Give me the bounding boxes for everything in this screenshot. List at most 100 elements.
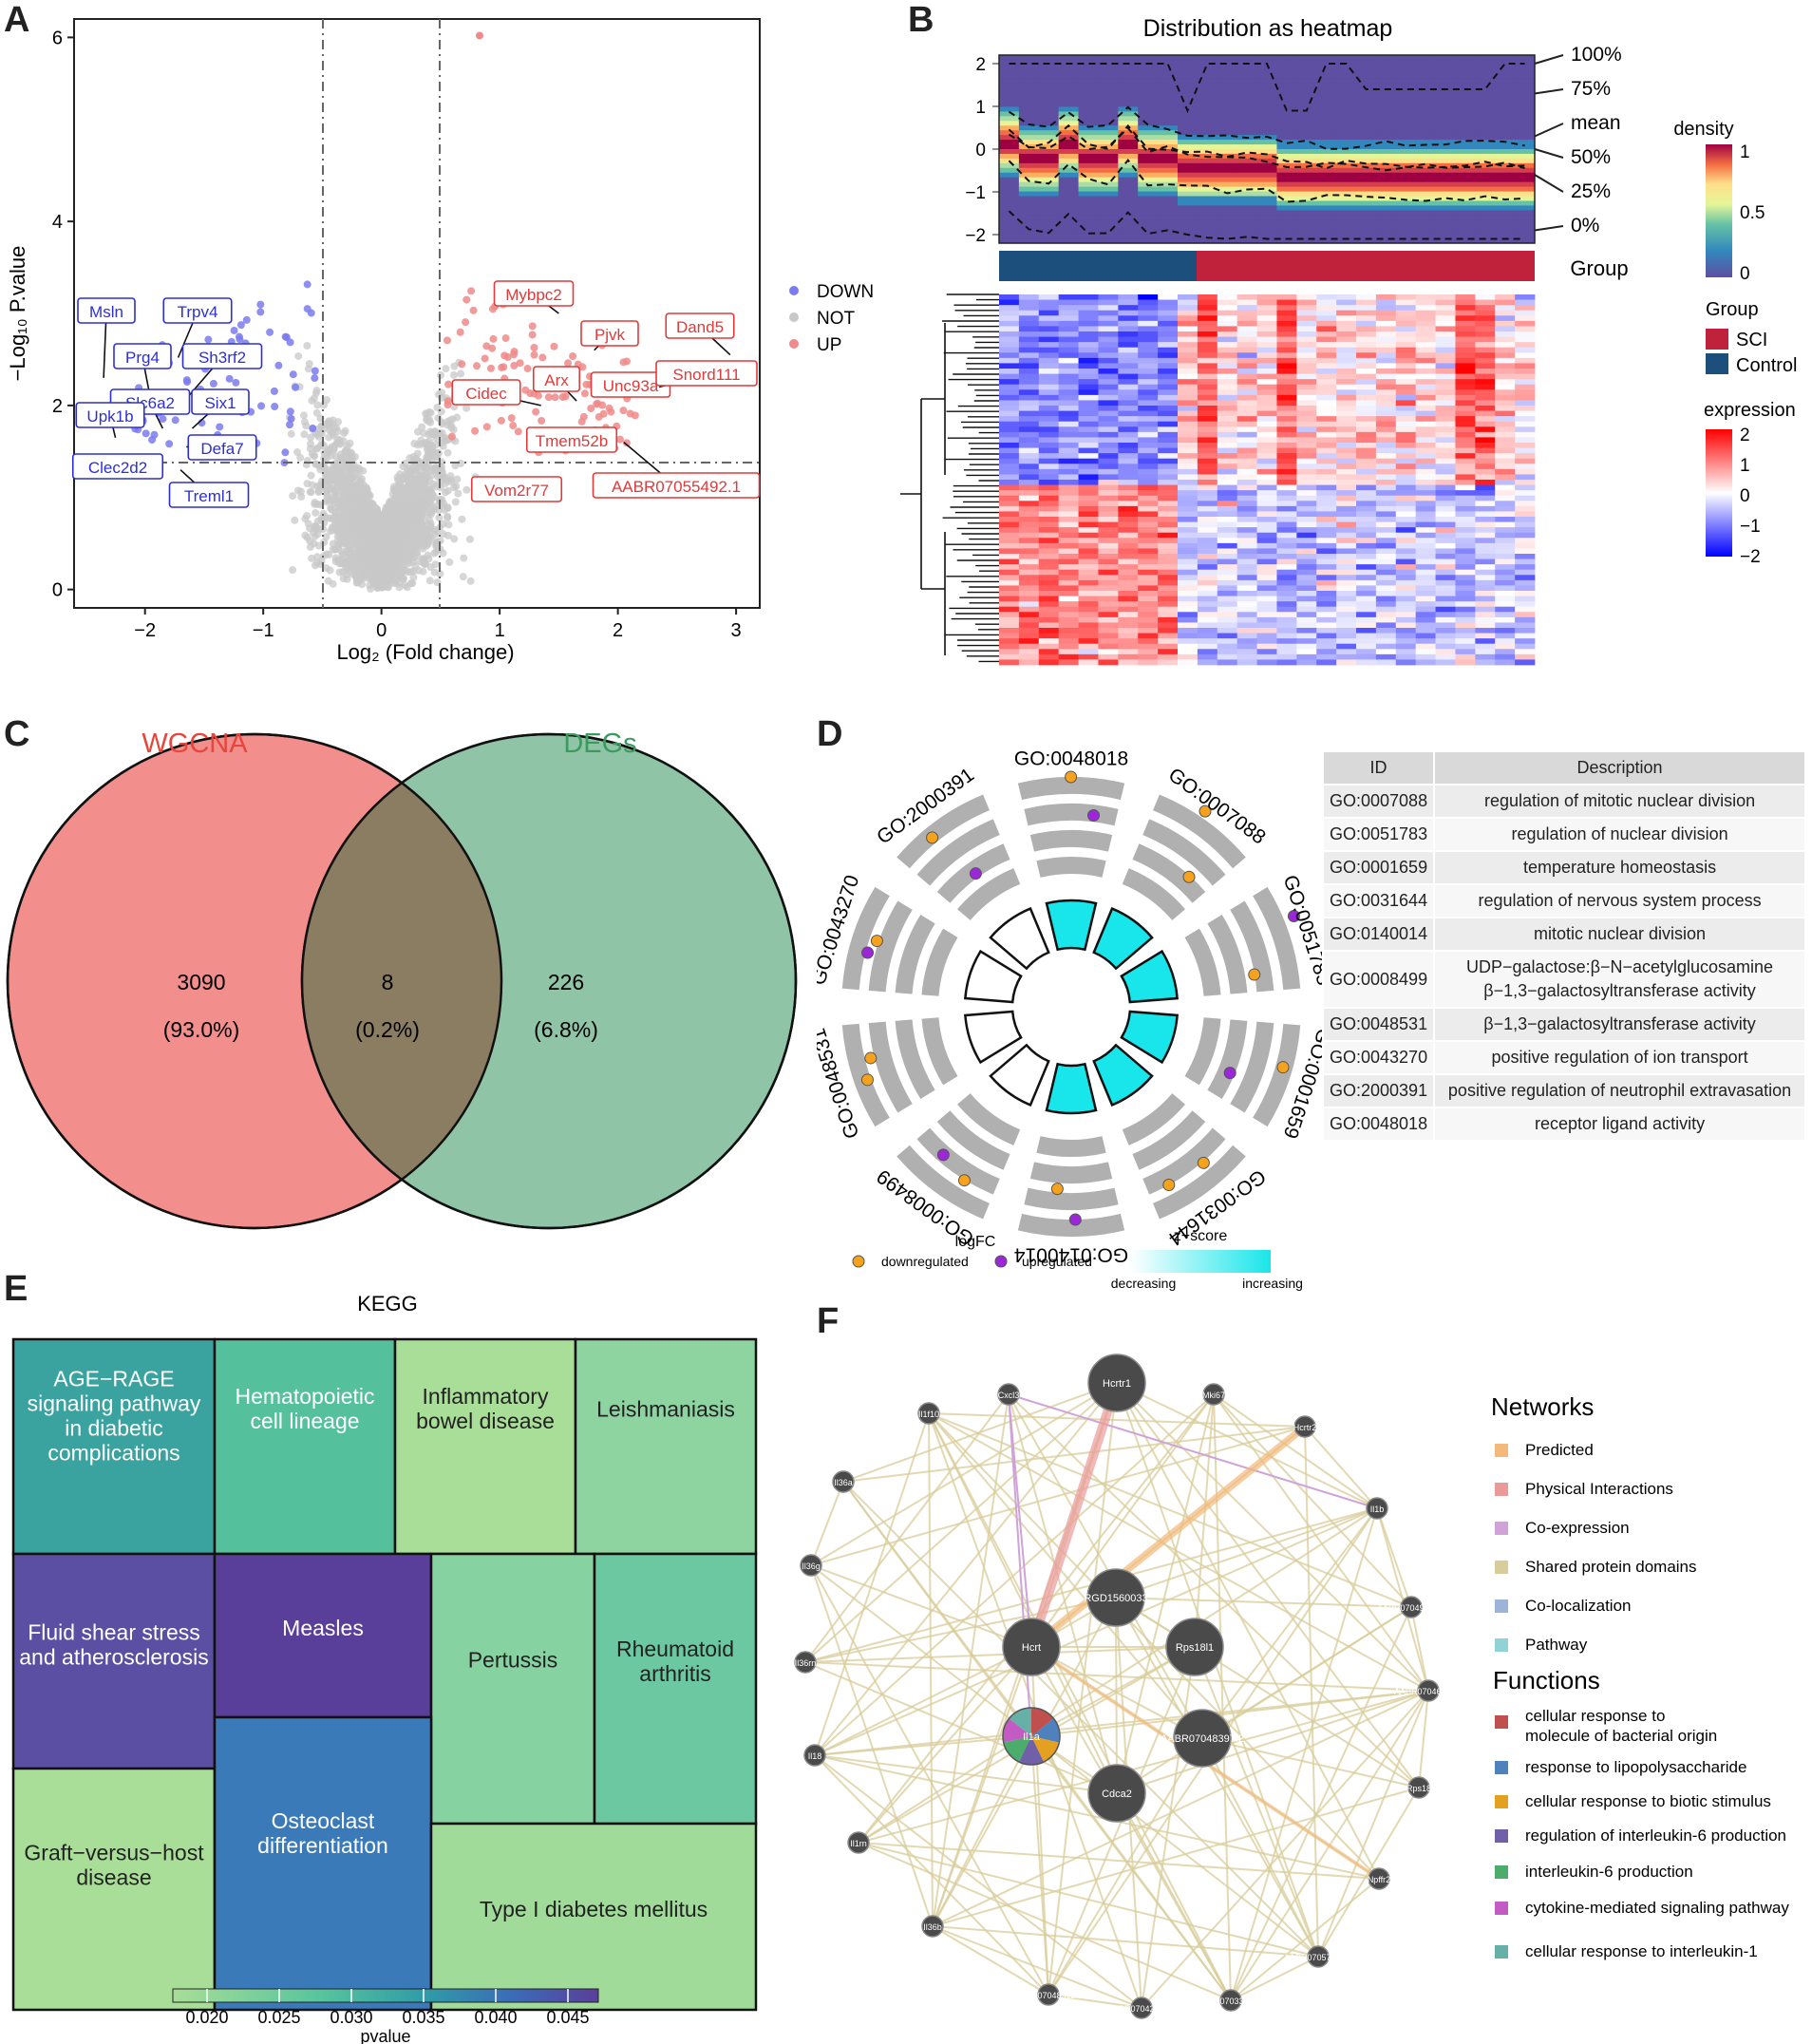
zscore-segment	[1120, 1010, 1179, 1065]
quantile-label: 25%	[1571, 180, 1611, 202]
not-point	[338, 556, 347, 564]
not-point	[391, 577, 400, 585]
not-point	[425, 430, 433, 439]
up-point	[488, 344, 497, 352]
network-node-label: AABR07049325.1	[1377, 1603, 1445, 1613]
network-node-label: Mki67	[1202, 1391, 1225, 1400]
not-point	[442, 479, 450, 487]
network-node-label: Cxcl3	[998, 1391, 1020, 1400]
network-node	[1002, 1618, 1061, 1676]
not-point	[356, 491, 365, 500]
not-point	[369, 508, 378, 517]
not-point	[342, 539, 350, 548]
heatmap-figure: Distribution as heatmap 210−1−2 100%75%m…	[900, 15, 1797, 666]
not-point	[425, 536, 433, 544]
not-point	[362, 513, 370, 521]
gene-label: Upk1b	[86, 407, 133, 426]
not-point	[328, 428, 336, 437]
up-point	[561, 392, 570, 401]
network-node-label: Hcrtr1	[1103, 1378, 1131, 1390]
down-point	[148, 436, 157, 445]
not-point	[439, 470, 447, 479]
up-point	[607, 407, 615, 416]
not-point	[413, 513, 422, 521]
not-point	[401, 581, 409, 590]
not-point	[351, 558, 360, 566]
not-point	[444, 520, 453, 529]
network-node-label: AABR07042605.1	[1107, 2004, 1176, 2014]
not-point	[406, 567, 415, 576]
down-point	[232, 378, 240, 387]
not-point	[425, 577, 434, 585]
not-point	[303, 511, 311, 520]
network-node	[794, 1651, 817, 1674]
up-point	[599, 409, 608, 418]
heatmap-title: Distribution as heatmap	[1143, 15, 1393, 42]
network-node-label: Hcrtr2	[1293, 1423, 1317, 1432]
not-point	[462, 485, 471, 494]
venn-right-count: 226	[548, 970, 584, 994]
not-point	[439, 520, 447, 528]
not-point	[350, 453, 359, 462]
up-point	[471, 426, 480, 435]
down-point	[286, 407, 294, 416]
not-point	[413, 473, 422, 482]
panel-label-d: D	[817, 714, 843, 754]
network-node	[1417, 1679, 1440, 1702]
logfc-point	[1248, 968, 1261, 981]
network-node-label: Il36g	[802, 1561, 821, 1571]
group-bar-sci	[1197, 251, 1535, 281]
zscore-segment	[964, 1010, 1023, 1065]
up-point	[530, 343, 538, 351]
kegg-tile-label: Measles	[282, 1616, 364, 1640]
venn-diagram: WGCNA DEGs 3090 (93.0%) 8 (0.2%) 226 (6.…	[6, 729, 798, 1230]
kegg-tile	[11, 1552, 217, 1770]
not-point	[378, 536, 387, 544]
not-point	[410, 536, 419, 544]
kegg-legend-title: pvalue	[360, 2027, 410, 2044]
density-legend: density 1 0.5 0	[1673, 119, 1765, 284]
up-point	[444, 397, 452, 406]
not-point	[458, 515, 466, 523]
kegg-legend-tick: 0.045	[546, 2008, 589, 2027]
up-point	[510, 350, 519, 359]
gene-label: Dand5	[676, 318, 724, 336]
up-point	[579, 412, 588, 421]
not-point	[418, 467, 426, 476]
kegg-legend-tick: 0.025	[257, 2008, 300, 2027]
not-point	[377, 561, 386, 570]
down-point	[266, 328, 274, 336]
up-point	[528, 322, 537, 331]
not-point	[368, 564, 376, 573]
go-circle: GO:0048018GO:0007088GO:0051783GO:0001659…	[817, 748, 1330, 1266]
not-point	[347, 513, 355, 521]
up-point	[619, 407, 628, 415]
function-legend-label: cellular response to biotic stimulus	[1525, 1792, 1771, 1810]
not-point	[451, 498, 460, 506]
gene-label: Treml1	[184, 487, 234, 505]
not-point	[324, 418, 332, 426]
legend-up-dot	[789, 339, 799, 349]
up-point	[489, 334, 498, 343]
up-point	[456, 328, 464, 336]
not-point	[362, 507, 370, 516]
not-point	[417, 534, 425, 542]
network-node	[800, 1554, 822, 1577]
network-node	[847, 1831, 870, 1854]
not-point	[312, 445, 321, 453]
not-point	[404, 510, 412, 519]
up-point	[488, 305, 497, 313]
down-point	[286, 421, 294, 429]
not-point	[369, 550, 378, 558]
go-legend: logFC downregulated upregulated z−score …	[852, 1228, 1303, 1291]
not-point	[442, 365, 450, 373]
not-point	[410, 440, 419, 448]
down-point	[142, 429, 150, 438]
not-point	[355, 479, 364, 487]
up-point	[587, 404, 595, 412]
